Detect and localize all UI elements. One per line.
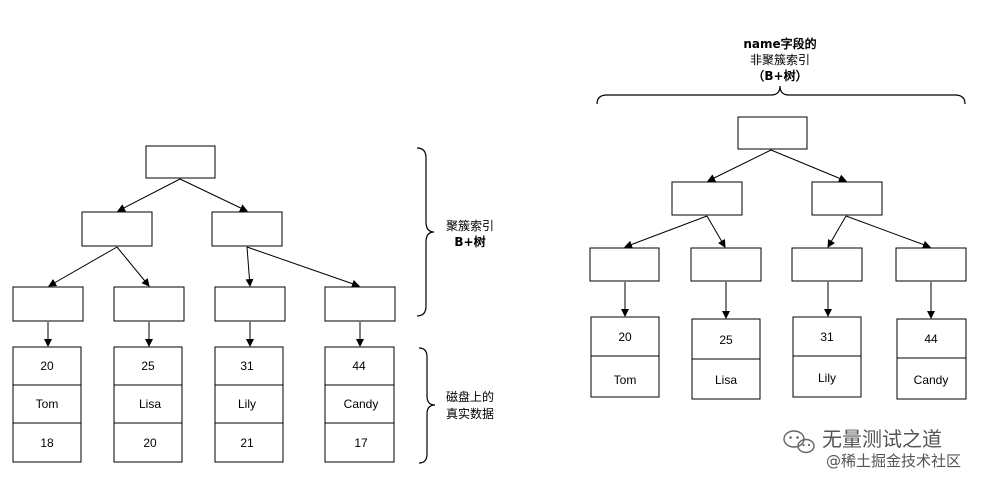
right-record-name: Candy [914, 373, 949, 387]
right-edge-root-2 [770, 149, 847, 183]
left-record-name: Tom [36, 397, 59, 411]
right-label-line2: 非聚簇索引 [750, 52, 810, 67]
right-leaf-node-1 [589, 247, 660, 282]
watermark-line1: 无量测试之道 [822, 427, 942, 451]
left-record-name: Candy [344, 397, 379, 411]
left-clustered-index-tree: 20 Tom 18 25 Lisa 20 31 Lily 21 44 Candy [12, 145, 494, 464]
left-record-2: 25 Lisa 20 [113, 346, 183, 463]
right-record-4: 44 Candy [896, 318, 967, 400]
left-index-brace [416, 147, 435, 317]
right-edge-n2-leaf4 [845, 215, 931, 249]
right-edge-root-1 [707, 149, 772, 182]
right-record-2: 25 Lisa [691, 318, 761, 400]
right-record-name: Tom [614, 373, 637, 387]
left-record-id: 31 [240, 359, 254, 373]
left-data-brace [418, 347, 436, 464]
left-internal-node-1 [81, 211, 153, 247]
right-record-3: 31 Lily [792, 316, 862, 398]
right-secondary-index-tree: name字段的 非聚簇索引 （B+树） 20 Tom [589, 36, 967, 400]
left-leaf-node-4 [324, 286, 396, 322]
right-edge-n1-leaf1 [624, 215, 708, 249]
left-internal-node-2 [211, 211, 283, 247]
left-record-4: 44 Candy 17 [324, 346, 395, 463]
right-top-brace [596, 85, 966, 105]
right-record-id: 20 [618, 330, 632, 344]
left-index-label-line1: 聚簇索引 [446, 218, 494, 233]
left-edge-n2-leaf3 [245, 246, 254, 287]
right-record-id: 44 [924, 332, 938, 346]
wechat-icon [783, 430, 815, 454]
left-edge-n1-leaf2 [116, 246, 150, 287]
left-leaf-node-3 [214, 286, 286, 322]
left-record-age: 17 [354, 436, 368, 450]
left-edge-root-2 [179, 178, 248, 212]
right-leaf-node-2 [690, 247, 762, 282]
left-record-age: 18 [40, 436, 54, 450]
left-data-label-line2: 真实数据 [446, 406, 494, 421]
left-leaf-node-2 [113, 286, 185, 322]
left-record-age: 21 [240, 436, 254, 450]
left-data-label-line1: 磁盘上的 [446, 389, 494, 404]
left-edge-root-1 [117, 178, 181, 212]
left-record-name: Lily [238, 397, 256, 411]
right-record-name: Lisa [715, 373, 737, 387]
left-leaf-node-1 [12, 286, 84, 322]
right-record-name: Lily [818, 371, 836, 385]
left-record-id: 44 [352, 359, 366, 373]
right-leaf-node-4 [895, 247, 967, 282]
right-edge-n1-leaf2 [706, 215, 726, 248]
left-record-1: 20 Tom 18 [12, 346, 82, 463]
left-edge-n1-leaf1 [48, 246, 118, 287]
right-label-line3: （B+树） [752, 68, 807, 83]
left-record-name: Lisa [139, 397, 161, 411]
left-record-3: 31 Lily 21 [214, 346, 284, 463]
right-internal-node-2 [811, 181, 883, 216]
right-record-id: 31 [820, 330, 834, 344]
left-record-id: 25 [141, 359, 155, 373]
watermark: 无量测试之道 @稀土掘金技术社区 [783, 427, 961, 470]
left-edge-n2-leaf4 [246, 246, 360, 288]
right-internal-node-1 [671, 181, 743, 216]
right-label-line1: name字段的 [743, 36, 816, 51]
left-record-id: 20 [40, 359, 54, 373]
watermark-line2: @稀土掘金技术社区 [826, 452, 961, 470]
left-index-label-line2: B+树 [454, 234, 485, 249]
left-root-node [145, 145, 216, 179]
right-root-node [737, 116, 808, 150]
left-record-age: 20 [143, 436, 157, 450]
right-record-id: 25 [719, 333, 733, 347]
right-leaf-node-3 [791, 247, 863, 282]
right-edge-n2-leaf3 [827, 215, 847, 248]
right-record-1: 20 Tom [590, 316, 660, 398]
